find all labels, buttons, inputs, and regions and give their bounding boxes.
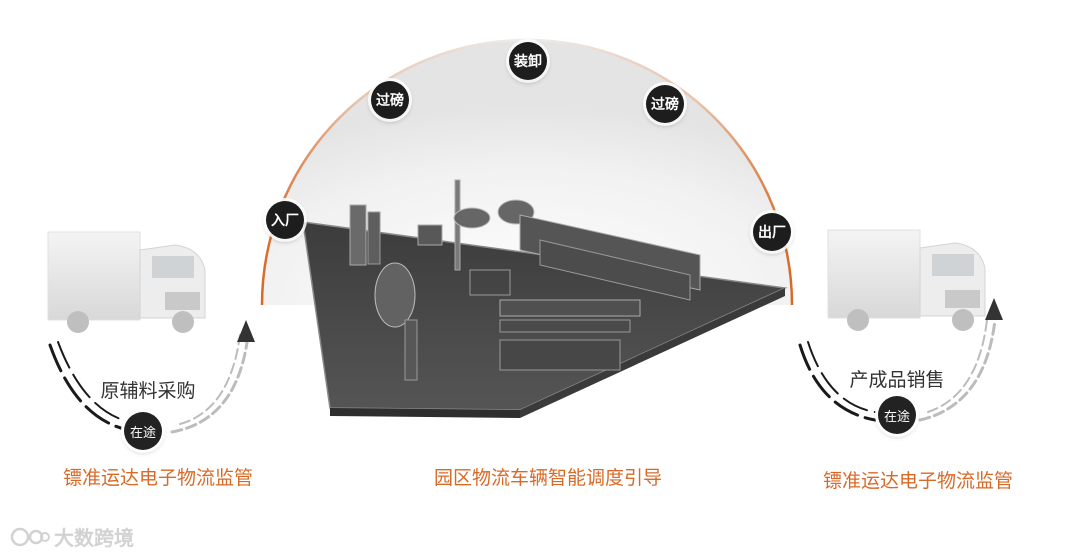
process-arc xyxy=(260,38,794,306)
watermark-text: 大数跨境 xyxy=(54,526,134,550)
factory-illustration xyxy=(302,179,788,418)
center-caption: 园区物流车辆智能调度引导 xyxy=(433,467,663,489)
in-transit-badge: 在途 xyxy=(124,412,162,450)
watermark: 大数跨境 xyxy=(10,522,134,551)
step-label: 入厂 xyxy=(271,213,299,229)
left-caption: 镖准运达电子物流监管 xyxy=(62,467,254,489)
procurement-label: 原辅料采购 xyxy=(100,380,196,402)
step-label: 出厂 xyxy=(758,225,786,241)
transit-loop xyxy=(798,318,997,422)
step-node-exit: 出厂 xyxy=(753,213,791,251)
step-label: 过磅 xyxy=(651,97,679,113)
arrow-up-icon xyxy=(237,320,255,342)
logo-icon xyxy=(10,527,50,546)
truck-icon xyxy=(47,231,206,333)
step-node-weigh-out: 过磅 xyxy=(646,85,684,123)
step-node-load-unload: 装卸 xyxy=(509,42,547,80)
step-label: 过磅 xyxy=(376,93,404,109)
sales-label: 产成品销售 xyxy=(849,369,945,391)
arrow-up-icon xyxy=(985,298,1003,320)
truck-icon xyxy=(827,229,986,331)
step-node-weigh-in: 过磅 xyxy=(371,81,409,119)
step-node-enter: 入厂 xyxy=(266,201,304,239)
step-label: 装卸 xyxy=(514,54,542,70)
right-caption: 镖准运达电子物流监管 xyxy=(822,470,1014,492)
in-transit-badge: 在途 xyxy=(878,396,916,434)
